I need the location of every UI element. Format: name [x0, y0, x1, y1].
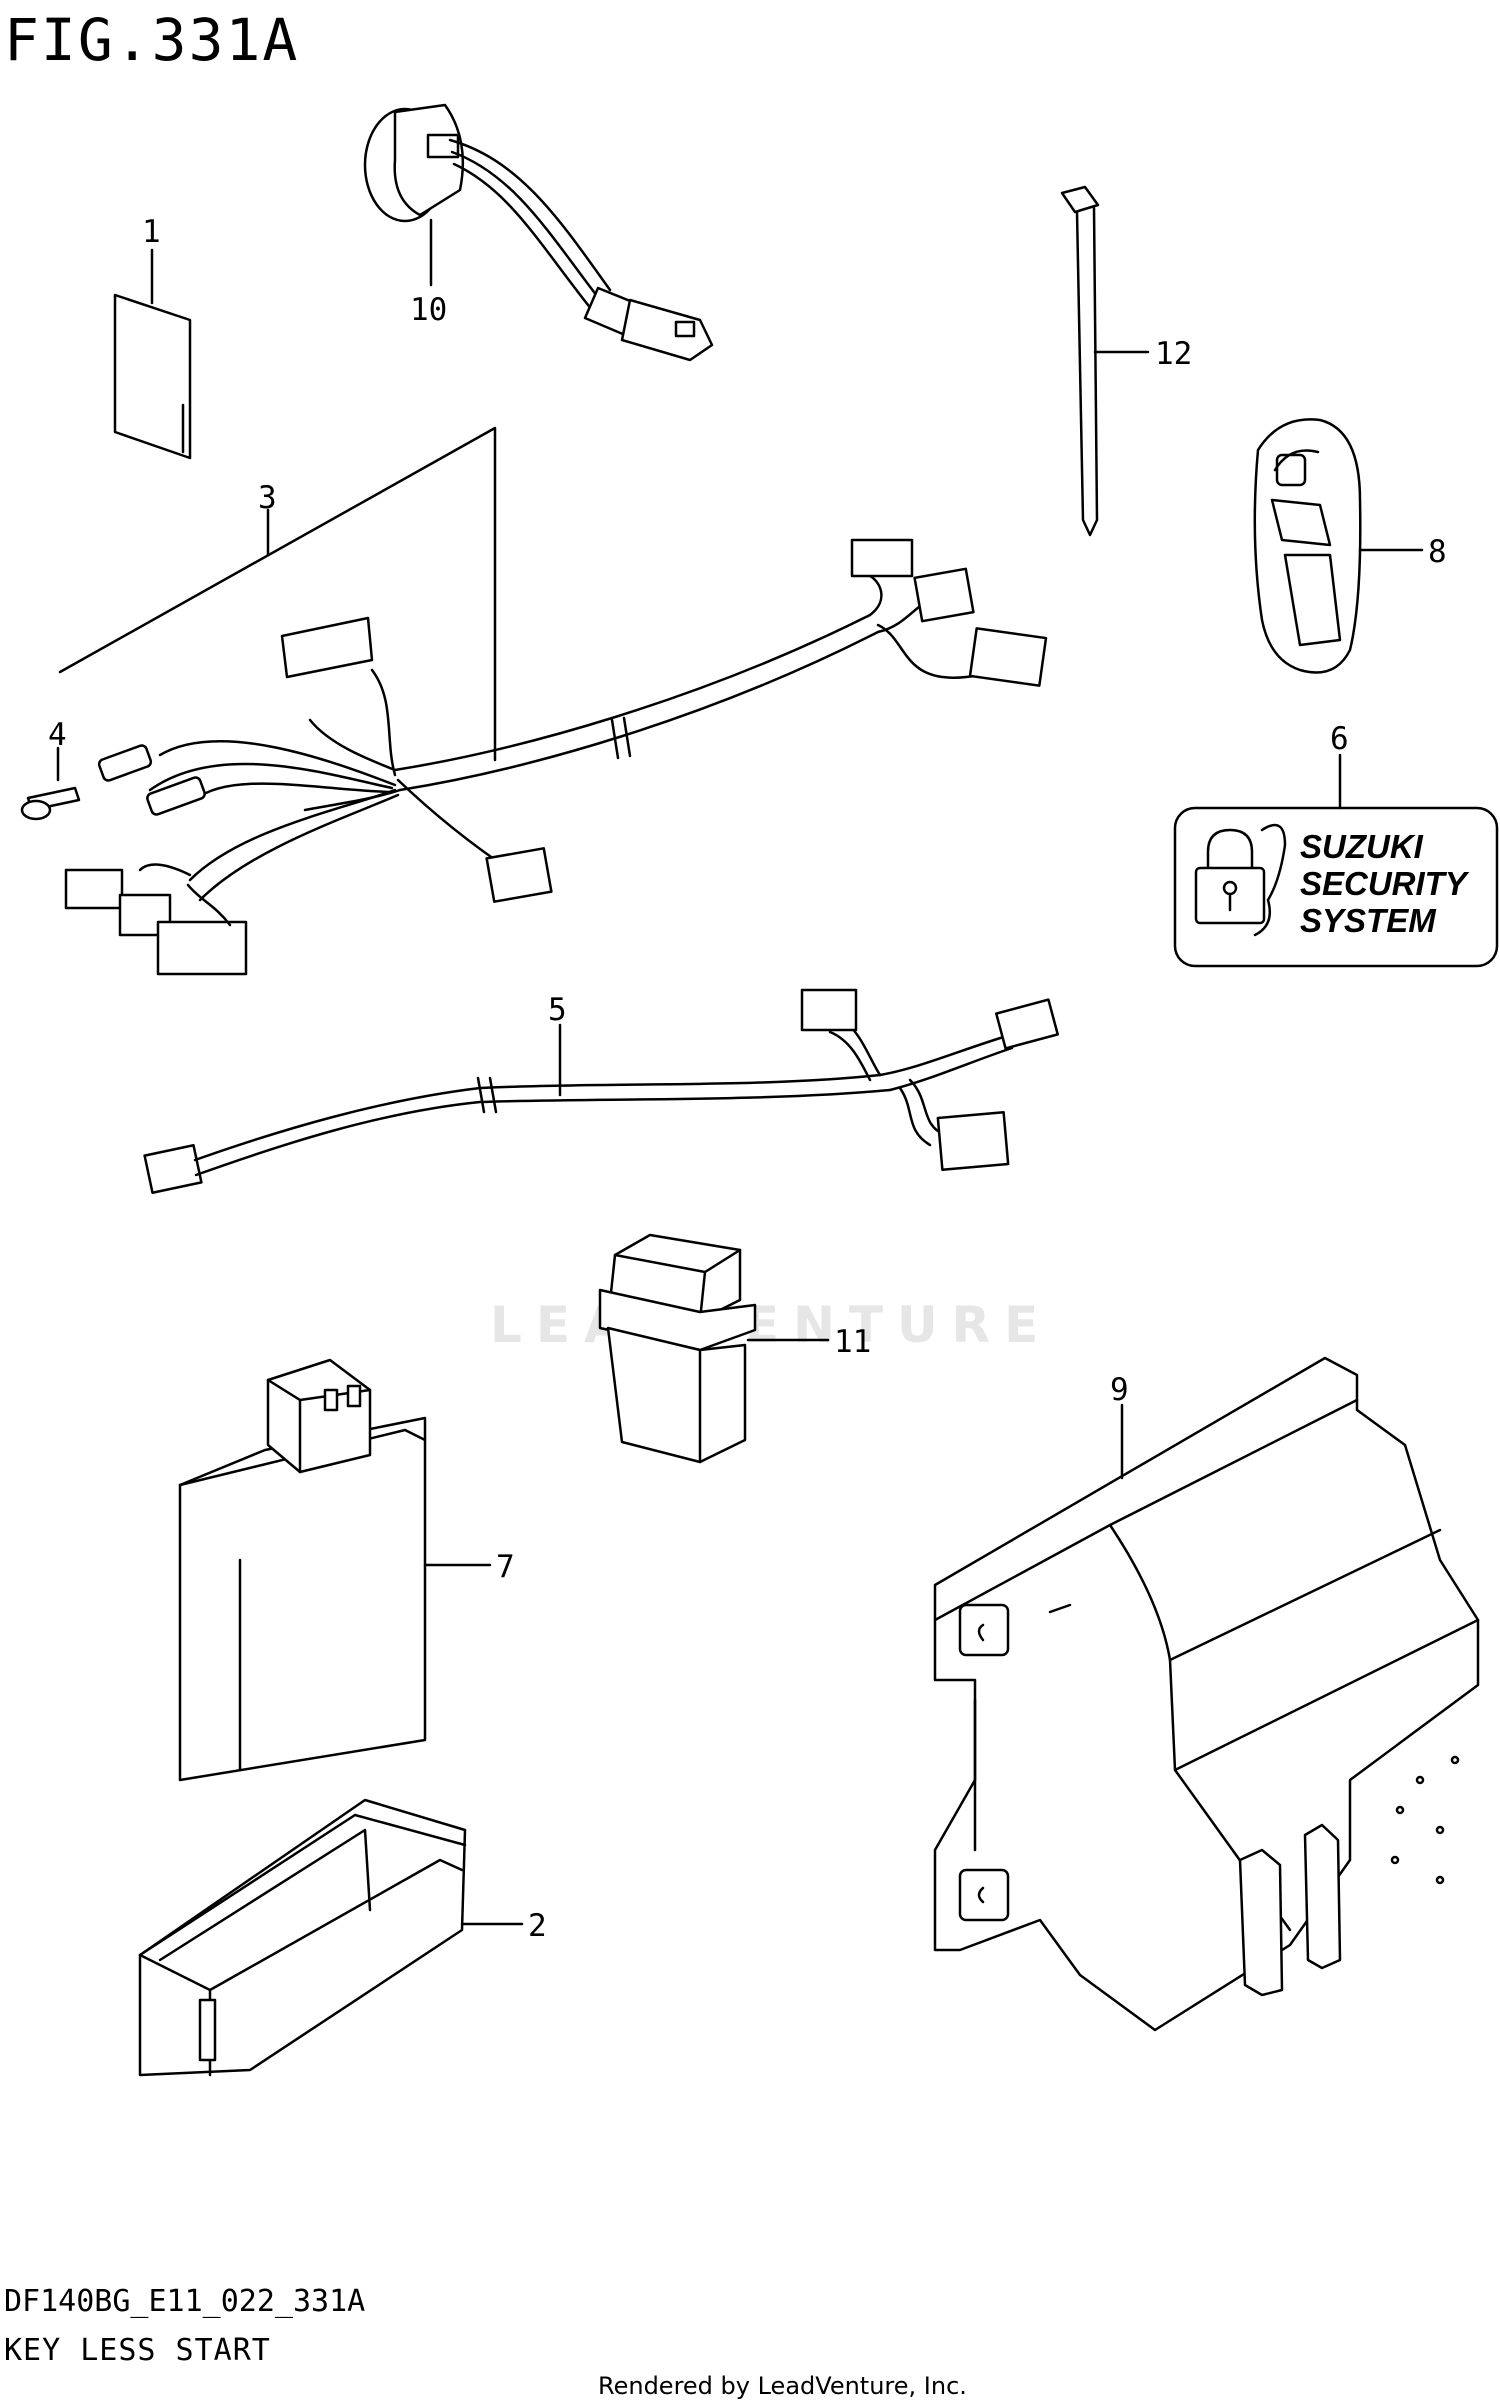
- figure-title: FIG.331A: [4, 6, 300, 74]
- callout-3: 3: [258, 480, 277, 516]
- part-11-relay[interactable]: [598, 1233, 757, 1464]
- part-6-security-decal[interactable]: SUZUKI SECURITY SYSTEM: [1173, 806, 1499, 968]
- callout-4: 4: [48, 717, 67, 753]
- render-credit: Rendered by LeadVenture, Inc.: [598, 2372, 967, 2400]
- watermark: LEADVENTURE: [490, 1296, 1053, 1354]
- padlock-icon: [1194, 828, 1266, 925]
- diagram-subtitle: KEY LESS START: [4, 2333, 271, 2368]
- decal-line-2: SECURITY: [1300, 865, 1470, 902]
- decal-line-1: SUZUKI: [1300, 828, 1424, 865]
- part-12-cable-tie[interactable]: [1060, 185, 1100, 537]
- callout-2: 2: [528, 1908, 547, 1944]
- callout-11: 11: [834, 1324, 871, 1360]
- part-5-sub-harness[interactable]: [143, 988, 1059, 1195]
- part-8-key-fob[interactable]: [1253, 418, 1362, 674]
- part-2-holder[interactable]: [138, 1798, 467, 2077]
- decal-line-3: SYSTEM: [1300, 902, 1437, 939]
- part-1-label-card[interactable]: [113, 293, 192, 460]
- model-code: DF140BG_E11_022_331A: [4, 2284, 366, 2319]
- callout-9: 9: [1110, 1372, 1129, 1408]
- callout-12: 12: [1155, 336, 1192, 372]
- callout-5: 5: [548, 992, 567, 1028]
- part-7-control-unit[interactable]: [178, 1358, 427, 1782]
- callout-6: 6: [1330, 721, 1349, 757]
- part-3-main-harness[interactable]: [20, 538, 1048, 976]
- callout-7: 7: [496, 1549, 515, 1585]
- callout-8: 8: [1428, 534, 1447, 570]
- part-10-switch-harness[interactable]: [363, 103, 714, 362]
- callout-1: 1: [142, 214, 161, 250]
- part-3-bracket: [58, 426, 497, 762]
- part-9-cover-bracket[interactable]: [933, 1356, 1480, 2032]
- callout-10: 10: [410, 292, 447, 328]
